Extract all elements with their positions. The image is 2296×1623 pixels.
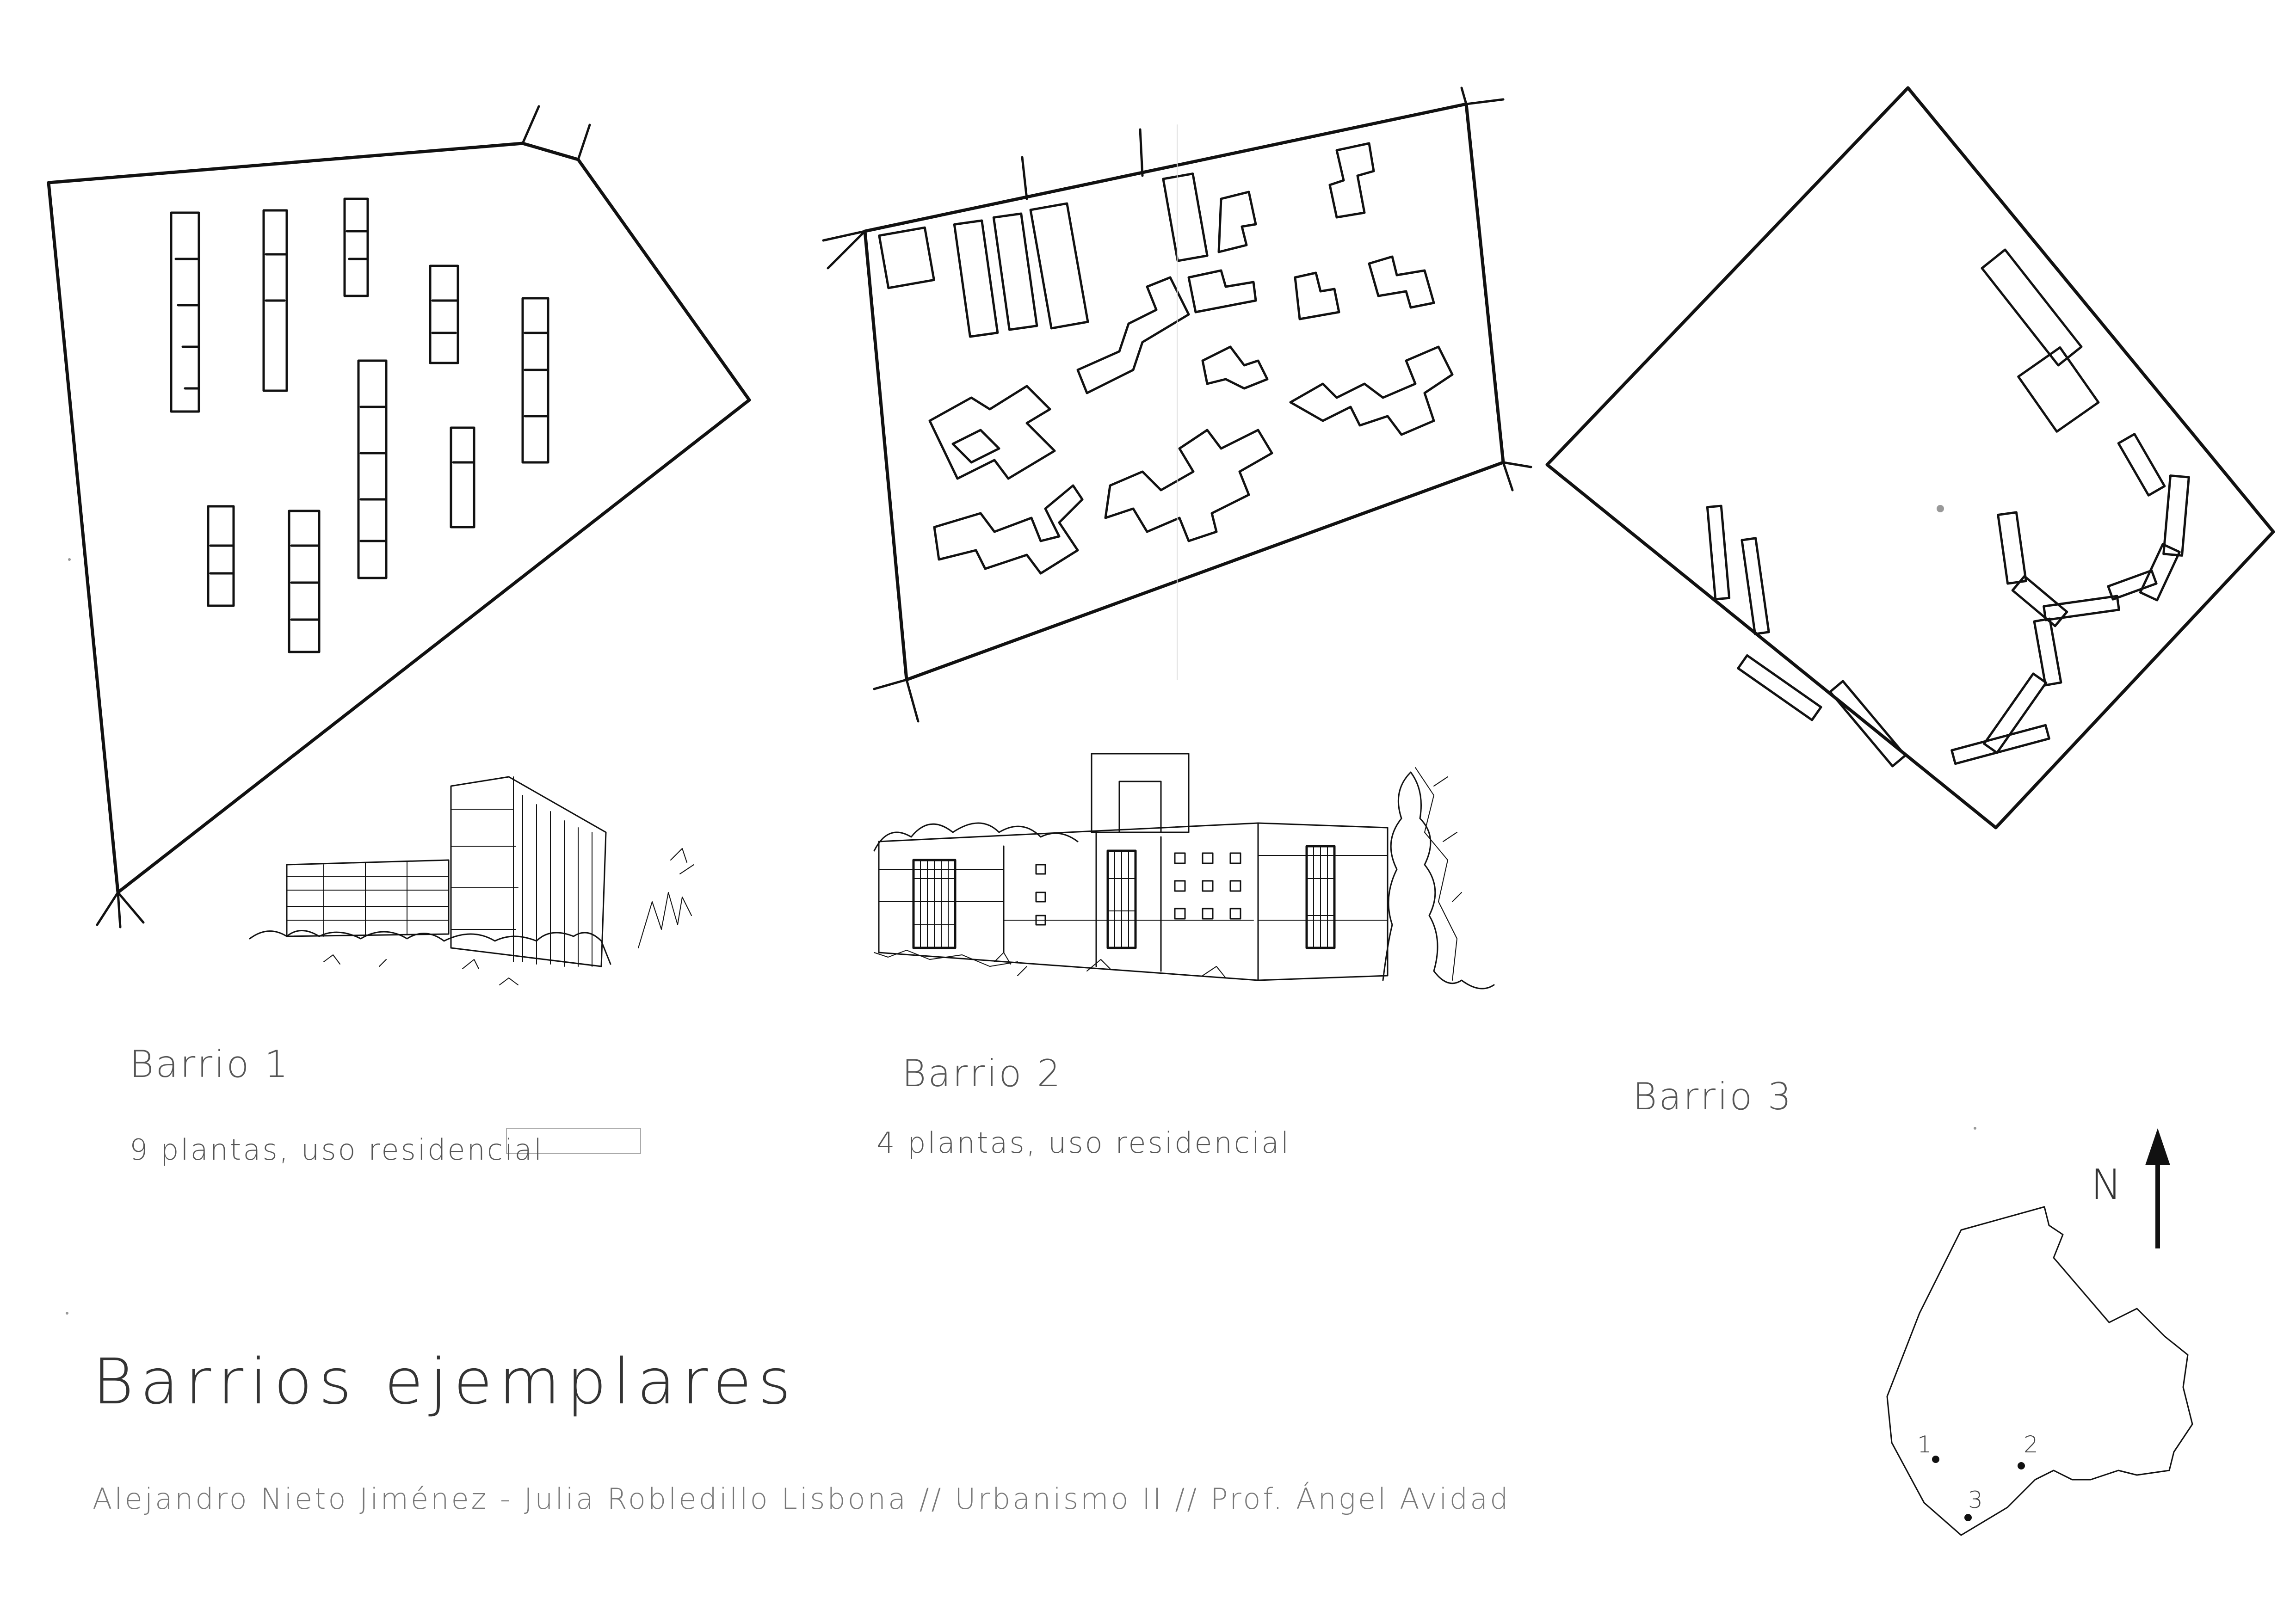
barrio-1-plot-outline <box>47 141 751 894</box>
barrio-3-label: Barrio 3 <box>1633 1075 1793 1118</box>
barrio-3-site-plan <box>1545 86 2275 830</box>
pencil-marks <box>66 124 1976 1315</box>
barrio-3-building-blocks <box>1706 248 2190 768</box>
north-label: N <box>2091 1161 2124 1209</box>
sheet-title: Barrios ejemplares <box>93 1346 797 1419</box>
location-marker-2-label: 2 <box>2024 1431 2040 1458</box>
location-map <box>1886 1206 2193 1536</box>
barrio-1-perspective-sketch <box>249 776 694 985</box>
location-marker-3-label: 3 <box>1968 1487 1985 1513</box>
barrio-2-plot-outline <box>863 102 1505 682</box>
barrio-2-description: 4 plantas, uso residencial <box>876 1126 1291 1160</box>
sheet-credits: Alejandro Nieto Jiménez - Julia Robledil… <box>93 1482 1511 1516</box>
location-marker-2 <box>2018 1462 2025 1469</box>
barrio-2-label: Barrio 2 <box>902 1052 1062 1095</box>
location-map-outline <box>1886 1206 2193 1536</box>
barrio-1-site-plan <box>47 105 751 928</box>
north-arrow-icon <box>2145 1128 2170 1248</box>
location-marker-3 <box>1964 1514 1972 1521</box>
location-marker-1 <box>1932 1456 1939 1463</box>
location-marker-1-label: 1 <box>1917 1431 1934 1458</box>
barrio-2-site-plan <box>822 86 1532 723</box>
barrio-3-plot-outline <box>1545 86 2275 830</box>
barrio-1-label: Barrio 1 <box>130 1043 290 1086</box>
barrio-2-perspective-sketch <box>873 753 1495 990</box>
barrio-2-building-blocks <box>878 142 1454 575</box>
barrio-1-description: 9 plantas, uso residencial <box>130 1133 544 1167</box>
barrio-1-building-blocks <box>170 197 549 653</box>
